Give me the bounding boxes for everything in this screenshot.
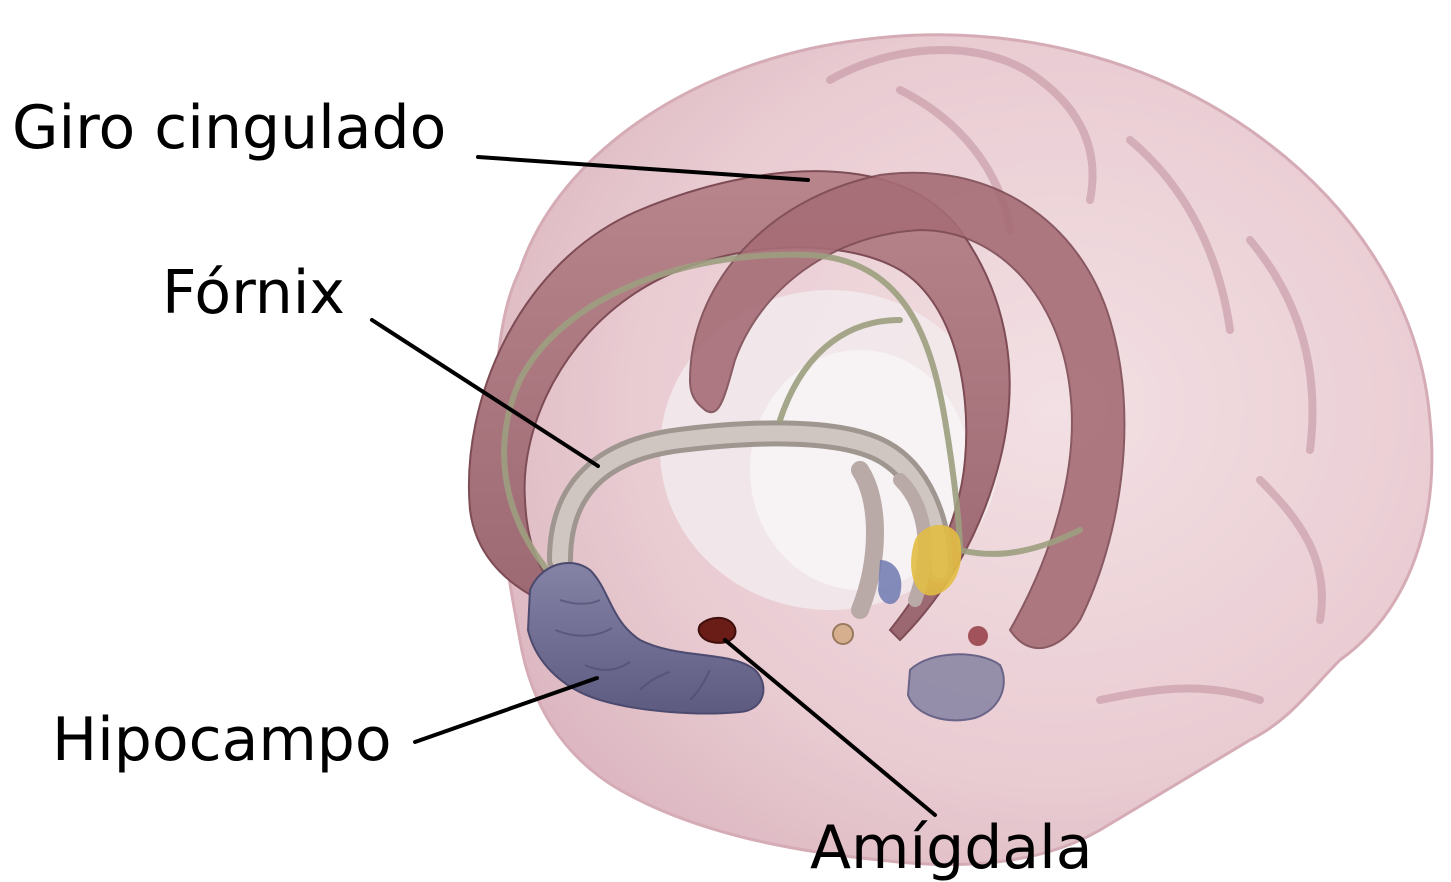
mammillary-body — [833, 624, 853, 644]
label-cingulate-gyrus: Giro cingulado — [12, 93, 446, 163]
label-amygdala: Amígdala — [810, 813, 1093, 882]
hippocampus-right — [908, 654, 1004, 720]
amygdala — [699, 618, 736, 643]
label-fornix: Fórnix — [162, 258, 345, 328]
small-node-right — [968, 626, 988, 646]
label-hippocampus: Hipocampo — [52, 705, 392, 775]
